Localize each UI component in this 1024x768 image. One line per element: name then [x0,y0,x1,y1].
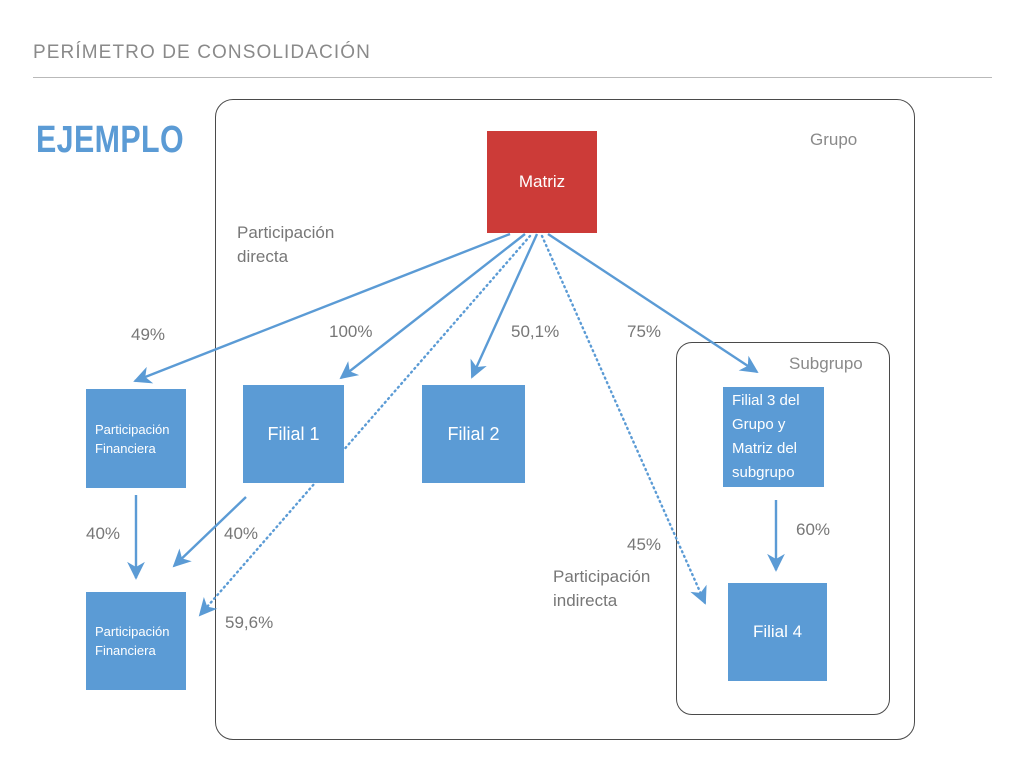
edge-label-matriz-to-filial3: 75% [627,322,662,341]
edge-label-filial3-to-filial4: 60% [796,520,831,539]
node-filial4[interactable]: Filial 4 [728,583,827,681]
node-participacion-financiera-top-label: Participación Financiera [95,421,170,456]
node-filial2-label: Filial 2 [447,423,500,444]
node-filial3-label: Filial 3 del Grupo y Matriz del subgrupo [732,392,800,481]
node-filial1[interactable]: Filial 1 [243,385,344,483]
annotation-participacion-directa: Participación directa [237,223,335,266]
group-label: Grupo [810,130,858,149]
node-matriz-label: Matriz [518,172,566,191]
example-label: EJEMPLO [36,119,185,161]
edge-label-matriz-to-filial4-indirect: 45% [627,535,662,554]
edge-label-matriz-to-filial2: 50,1% [511,322,560,341]
edge-label-pf-top-to-pf-bottom: 40% [86,524,121,543]
edge-label-matriz-to-pf-bottom-indirect: 59,6% [225,613,274,632]
title-divider [33,77,992,78]
node-filial3[interactable]: Filial 3 del Grupo y Matriz del subgrupo [723,387,824,487]
node-matriz[interactable]: Matriz [487,131,597,233]
subgroup-label: Subgrupo [789,354,863,373]
node-participacion-financiera-bottom-label: Participación Financiera [95,624,170,658]
node-filial1-label: Filial 1 [267,423,320,444]
node-filial2[interactable]: Filial 2 [422,385,525,483]
page-title: PERÍMETRO DE CONSOLIDACIÓN [33,42,371,63]
node-participacion-financiera-top[interactable]: Participación Financiera [86,389,186,488]
annotation-participacion-indirecta: Participación indirecta [553,567,651,610]
edge-label-matriz-to-pf-top: 49% [131,325,166,344]
edge-label-filial1-to-pf-bottom: 40% [224,524,259,543]
edge-label-matriz-to-filial1: 100% [329,322,373,341]
node-participacion-financiera-bottom[interactable]: Participación Financiera [86,592,186,690]
node-filial4-label: Filial 4 [752,622,803,641]
